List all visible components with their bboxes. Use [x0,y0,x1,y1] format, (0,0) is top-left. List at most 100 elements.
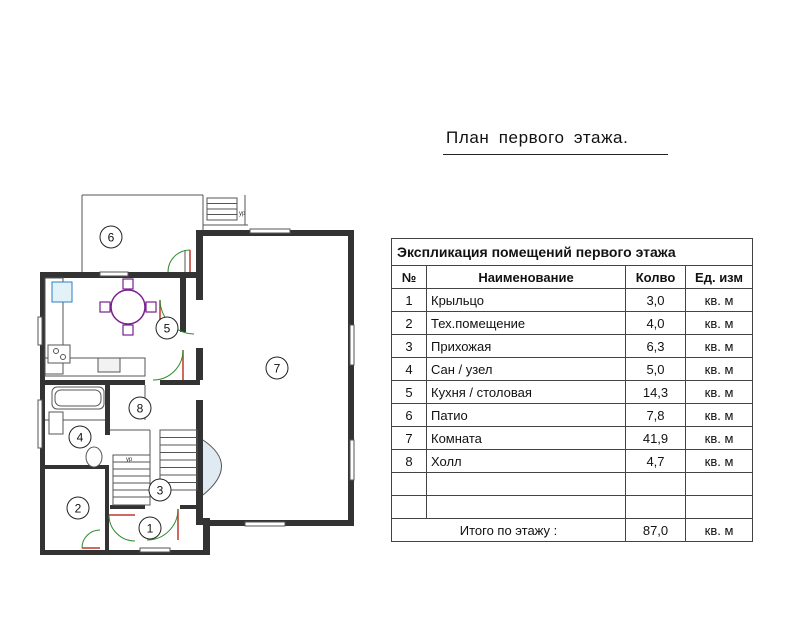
wall-segment [105,385,110,435]
row-unit: кв. м [684,311,754,335]
blank-row [391,472,754,496]
chair-icon [122,278,134,290]
chair-icon [145,301,157,313]
row-qty: 4,7 [625,449,686,473]
wall-segment [110,505,145,509]
row-unit: кв. м [684,403,754,427]
window [249,228,291,234]
row-qty: 4,0 [625,311,686,335]
fridge-icon [51,281,73,303]
blank-cell [426,495,626,519]
row-num: 3 [391,334,427,358]
total-label: Итого по этажу : [391,518,626,542]
room-number-label: 7 [274,362,281,376]
blank-cell [625,472,686,496]
row-qty: 7,8 [625,403,686,427]
bathtub-inner [54,389,102,407]
room-number-circle [148,478,172,502]
header-name: Наименование [426,265,626,289]
row-qty: 5,0 [625,357,686,381]
room-number-label: 1 [147,522,154,536]
header-qty: Колво [625,265,686,289]
room-number-circle [265,356,289,380]
room-schedule-table: Экспликация помещений первого этажа № На… [390,238,754,542]
windows [37,228,355,553]
wall-segment [180,505,200,509]
door-swing-arc [167,249,191,273]
blank-cell [684,472,754,496]
wall-segment [40,550,210,555]
total-qty: 87,0 [625,518,686,542]
row-name: Тех.помещение [426,311,626,335]
stove-icon [47,344,71,364]
wall-segment [160,380,200,385]
row-qty: 6,3 [625,334,686,358]
window [349,324,355,366]
row-unit: кв. м [684,449,754,473]
row-unit: кв. м [684,380,754,404]
room-number-label: 4 [77,431,84,445]
row-name: Комната [426,426,626,450]
wall-segment [105,465,109,550]
doors [81,249,195,549]
row-num: 5 [391,380,427,404]
row-num: 1 [391,288,427,312]
blank-cell [426,472,626,496]
row-unit: кв. м [684,288,754,312]
row-num: 4 [391,357,427,381]
row-name: Прихожая [426,334,626,358]
kitchen-counter [44,277,64,375]
wall-segment [196,348,203,380]
stair-mark-label: ур [126,457,133,463]
wall-segment [196,230,203,300]
dining-table-icon [110,289,146,325]
room-number-label: 3 [157,484,164,498]
window [99,271,129,277]
chair-icon [99,301,111,313]
door-swing-arc [81,529,101,549]
plan-title-underline [443,154,668,155]
fixtures [44,277,146,468]
window [139,547,171,553]
washbasin-icon [48,411,64,435]
row-name: Крыльцо [426,288,626,312]
door-swing-arc [146,508,179,541]
stairs [112,197,238,506]
kitchen-sink-icon [97,357,121,373]
header-num: № [391,265,427,289]
furniture [99,278,157,336]
stair-flight-lower [112,454,151,506]
row-name: Сан / узел [426,357,626,381]
wall-segment [203,518,210,555]
row-num: 8 [391,449,427,473]
row-num: 7 [391,426,427,450]
window [37,399,43,449]
window [349,439,355,481]
bay-window [202,439,222,496]
row-unit: кв. м [684,357,754,381]
row-unit: кв. м [684,426,754,450]
total-unit: кв. м [684,518,754,542]
blank-cell [625,495,686,519]
room-number-circle [138,516,162,540]
blank-cell [391,472,427,496]
row-qty: 41,9 [625,426,686,450]
room-number-circle [66,496,90,520]
room-number-circle [99,225,123,249]
row-qty: 14,3 [625,380,686,404]
row-name: Холл [426,449,626,473]
schedule-title: Экспликация помещений первого этажа [390,238,754,266]
room-number-circle [68,425,92,449]
room-number-circle [128,396,152,420]
blank-cell [684,495,754,519]
